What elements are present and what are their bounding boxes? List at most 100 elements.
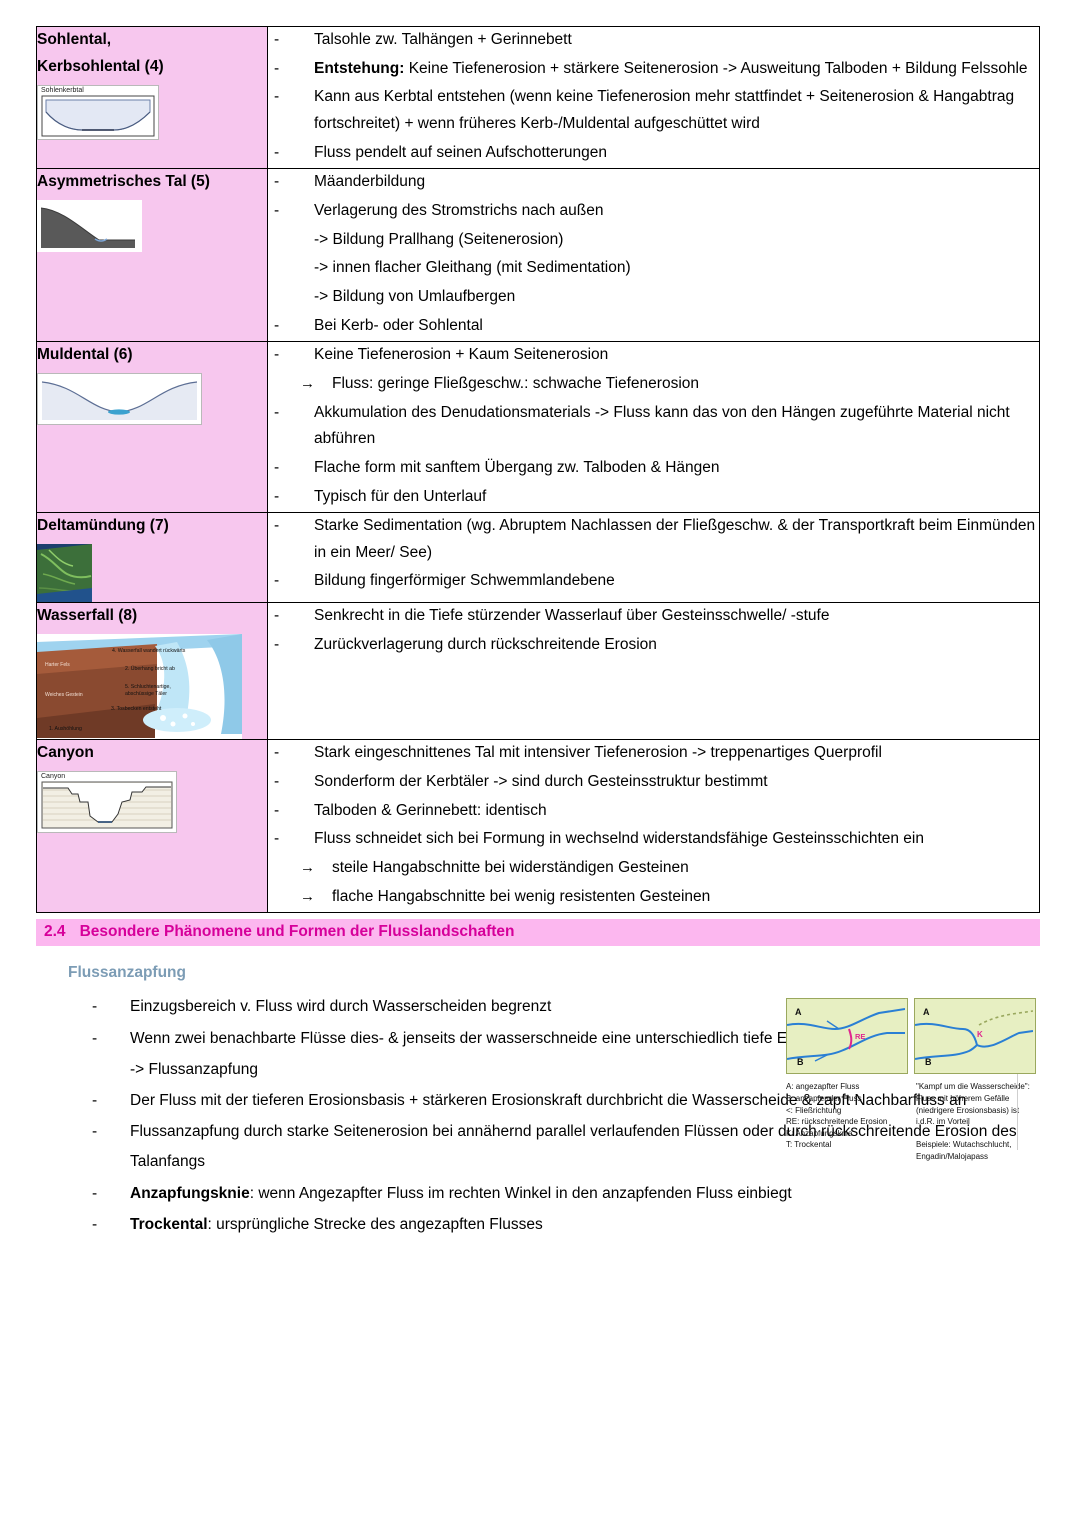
description-list: -Starke Sedimentation (wg. Abruptem Nach… [268, 513, 1039, 595]
dash-marker: - [274, 59, 280, 77]
list-item: -Bildung fingerförmiger Schwemmlandebene [268, 568, 1039, 595]
table-cell-description: -Stark eingeschnittenes Tal mit intensiv… [267, 739, 1040, 914]
table-cell-term: Deltamündung (7) [36, 512, 268, 604]
svg-text:Harter Fels: Harter Fels [45, 662, 70, 668]
wasserfall-svg: 4. Wasserfall wandert rückwärts 2. Überh… [37, 634, 242, 740]
map-before-capture: A B RE [786, 998, 908, 1075]
dash-marker: - [274, 88, 280, 106]
table-cell-description: - Keine Tiefenerosion + Kaum Seitenerosio… [267, 341, 1040, 514]
arrow-icon: → [300, 887, 315, 905]
list-item-text: Mäanderbildung [314, 173, 426, 191]
table-cell-term: Sohlental, Kerbsohlental (4) Sohlenkerbt… [36, 25, 268, 170]
list-item: -Akkumulation des Denudationsmaterials -… [268, 400, 1039, 453]
section-number: 2.4 [44, 923, 66, 941]
term-label: Sohlental, [37, 31, 112, 48]
dash-marker: - [92, 1215, 98, 1233]
list-item-lead: Anzapfungsknie [130, 1184, 250, 1202]
list-item-text: -> Bildung Prallhang (Seitenerosion) [314, 230, 564, 248]
svg-text:B: B [925, 1057, 932, 1067]
dash-marker: - [92, 1091, 98, 1109]
term-label: Deltamündung (7) [37, 517, 169, 535]
dash-marker: - [274, 31, 280, 48]
list-item: -Fluss schneidet sich bei Formung in wec… [268, 826, 1039, 853]
table-row: Sohlental, Kerbsohlental (4) Sohlenkerbt… [36, 25, 1040, 170]
figure-caption-right: "Kampf um die Wasserscheide": Fluss mit … [916, 1082, 1030, 1161]
dash-marker: - [274, 773, 280, 791]
table-cell-term: Asymmetrisches Tal (5) [36, 168, 268, 343]
list-item: -Trockental: ursprüngliche Strecke des a… [68, 1210, 1028, 1240]
list-item: -Senkrecht in die Tiefe stürzender Wasse… [268, 603, 1039, 630]
list-item: -Einzugsbereich v. Fluss wird durch Wass… [68, 992, 1028, 1022]
list-item: - Keine Tiefenerosion + Kaum Seitenerosio… [268, 342, 1039, 369]
list-item: -> Bildung von Umlaufbergen [268, 284, 1039, 311]
asymmetrisches-tal-cross-section-diagram [37, 200, 142, 253]
description-list: -Stark eingeschnittenes Tal mit intensiv… [268, 740, 1039, 910]
list-item-text: Einzugsbereich v. Fluss wird durch Wasse… [130, 998, 552, 1016]
list-item: →Fluss: geringe Fließgeschw.: schwache T… [268, 371, 1039, 398]
list-item: -> innen flacher Gleithang (mit Sediment… [268, 255, 1039, 282]
table-row: Muldental (6) - Keine Tiefenerosion + Kau… [36, 341, 1040, 514]
dash-marker: - [274, 143, 280, 161]
table-row: Asymmetrisches Tal (5) -Mäanderbildung [36, 168, 1040, 343]
dash-marker: - [92, 1123, 98, 1141]
flussanzapfung-list: - Einzugsbereich v. Fluss wird durch Wass… [68, 992, 1028, 1240]
table-row: Canyon Canyon [36, 739, 1040, 914]
list-item-text: -> Bildung von Umlaufbergen [314, 287, 516, 305]
description-list: - Keine Tiefenerosion + Kaum Seitenerosio… [268, 342, 1039, 510]
subheading-flussanzapfung: Flussanzapfung [68, 964, 186, 982]
description-list: - Talsohle zw. Talhängen + Gerinnebett -E… [268, 27, 1039, 166]
deltamuendung-satellite-photo [37, 544, 92, 603]
dash-marker: - [92, 1029, 98, 1047]
list-item-text: : ursprüngliche Strecke des angezapften … [207, 1215, 543, 1233]
map-right-svg: A B K [915, 999, 1034, 1072]
list-item: -Verlagerung des Stromstrichs nach außen [268, 198, 1039, 225]
svg-text:2. Überhang bricht ab: 2. Überhang bricht ab [125, 665, 175, 672]
list-item-text: -> Flussanzapfung [130, 1060, 258, 1078]
list-item: -Sonderform der Kerbtäler -> sind durch … [268, 769, 1039, 796]
dash-marker: - [274, 346, 280, 364]
flussanzapfung-figure: A B RE A B K [786, 998, 1036, 1162]
svg-text:A: A [795, 1007, 802, 1017]
muldental-cross-section-diagram [37, 373, 202, 426]
table-cell-term: Muldental (6) [36, 341, 268, 514]
list-item: -Mäanderbildung [268, 169, 1039, 196]
list-item-text: Keine Tiefenerosion + stärkere Seitenero… [404, 59, 1028, 77]
svg-text:A: A [923, 1007, 930, 1017]
list-item-text: Talsohle zw. Talhängen + Gerinnebett [314, 31, 572, 48]
list-item-text: Keine Tiefenerosion + Kaum Seitenerosion [314, 346, 609, 364]
list-item-text: Bildung fingerförmiger Schwemmlandebene [314, 572, 615, 590]
table-cell-term: Wasserfall (8) [36, 602, 268, 741]
svg-text:Weiches Gestein: Weiches Gestein [45, 692, 83, 698]
table-cell-description: -Mäanderbildung -Verlagerung des Stromst… [267, 168, 1040, 343]
section-heading-bar: 2.4 Besondere Phänomene und Formen der F… [36, 919, 1040, 947]
list-item: -Talboden & Gerinnebett: identisch [268, 798, 1039, 825]
svg-text:4. Wasserfall wandert rückwärt: 4. Wasserfall wandert rückwärts [112, 648, 186, 654]
term-label: Asymmetrisches Tal (5) [37, 173, 210, 191]
list-item: -> Flussanzapfung [68, 1055, 1028, 1085]
list-item: -Zurückverlagerung durch rückschreitende… [268, 632, 1039, 659]
list-item: → flache Hangabschnitte bei wenig resiste… [268, 884, 1039, 911]
diagram-caption: Sohlenkerbtal [41, 87, 84, 95]
dash-marker: - [274, 830, 280, 848]
dash-marker: - [274, 635, 280, 653]
dash-marker: - [274, 201, 280, 219]
list-item-text: flache Hangabschnitte bei wenig resisten… [332, 887, 711, 905]
svg-text:3. Tosbecken entsteht: 3. Tosbecken entsteht [111, 706, 162, 712]
list-item-text: Kann aus Kerbtal entstehen (wenn keine T… [314, 88, 1015, 132]
dash-marker: - [274, 487, 280, 505]
section-title: Besondere Phänomene und Formen der Fluss… [79, 923, 515, 941]
list-item: -Entstehung: Keine Tiefenerosion + stärk… [268, 56, 1039, 83]
list-item: - Kann aus Kerbtal entstehen (wenn keine … [268, 84, 1039, 137]
list-item: -Starke Sedimentation (wg. Abruptem Nach… [268, 513, 1039, 566]
asym-svg [37, 200, 142, 253]
list-item: -Der Fluss mit der tieferen Erosionsbasi… [68, 1086, 1028, 1116]
diagram-caption: Canyon [41, 773, 66, 781]
list-item: - Talsohle zw. Talhängen + Gerinnebett [268, 27, 1039, 54]
table-row: Wasserfall (8) [36, 602, 1040, 741]
list-item-text: Akkumulation des Denudationsmaterials ->… [314, 403, 1010, 448]
list-item: →steile Hangabschnitte bei widerständige… [268, 855, 1039, 882]
list-item-text: Flache form mit sanftem Übergang zw. Tal… [314, 458, 720, 476]
dash-marker: - [274, 458, 280, 476]
map-left-svg: A B RE [787, 999, 906, 1072]
list-item-text: Senkrecht in die Tiefe stürzender Wasser… [314, 607, 830, 625]
